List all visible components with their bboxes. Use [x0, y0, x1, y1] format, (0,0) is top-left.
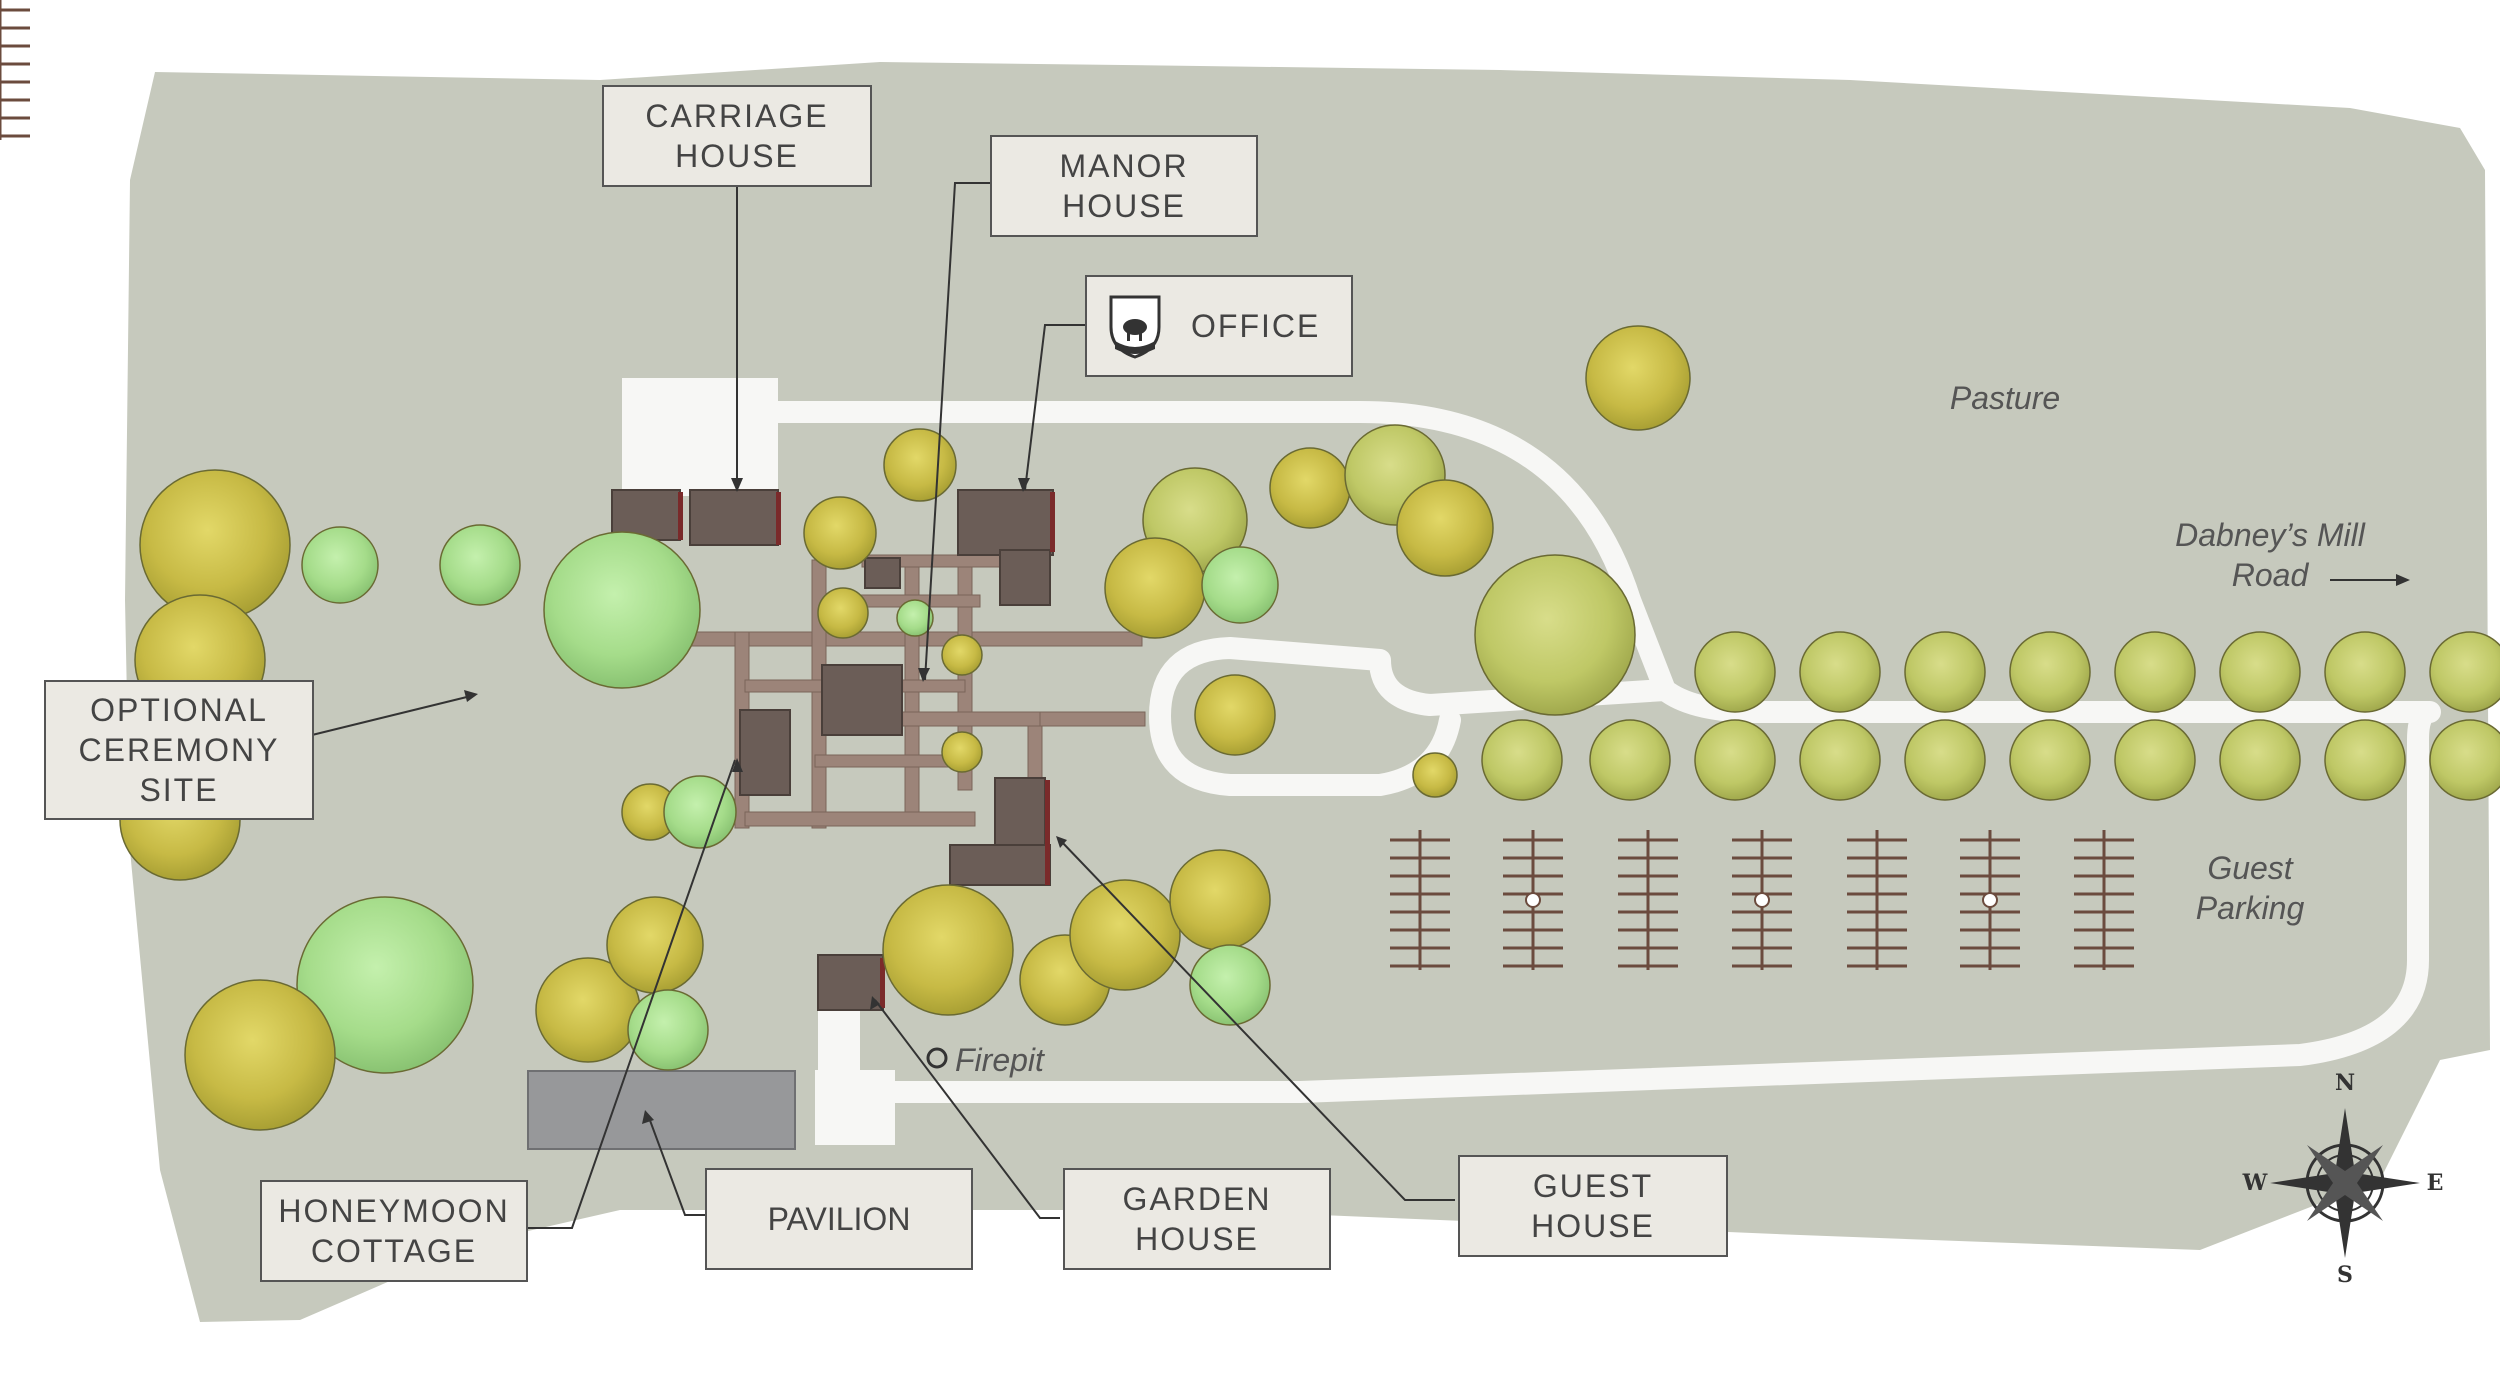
label-garden-house-text: GARDEN HOUSE	[1122, 1181, 1272, 1257]
compass-n: N	[2335, 1070, 2355, 1096]
label-pavilion: PAVILION	[705, 1168, 973, 1270]
office-roof	[957, 489, 1054, 556]
pavilion-footprint	[527, 1070, 796, 1150]
label-optional-ceremony-site-text: OPTIONAL CEREMONY SITE	[78, 692, 280, 808]
label-optional-ceremony-site: OPTIONAL CEREMONY SITE	[44, 680, 314, 820]
area-label-road: Dabney’s Mill Road	[2175, 517, 2365, 593]
firepit-marker	[926, 1047, 948, 1069]
guest-house-roof	[994, 777, 1046, 849]
label-garden-house: GARDEN HOUSE	[1063, 1168, 1331, 1270]
leader-lines	[311, 182, 1455, 1229]
trees	[119, 325, 2500, 1131]
garden-house-apron	[815, 1070, 895, 1145]
label-carriage-house: CARRIAGE HOUSE	[602, 85, 872, 187]
compass-e: E	[2427, 1170, 2444, 1196]
area-label-parking: Guest Parking	[2195, 850, 2305, 926]
label-honeymoon-cottage-text: HONEYMOON COTTAGE	[278, 1193, 510, 1269]
area-label-firepit: Firepit	[955, 1042, 1044, 1078]
label-office-text: OFFICE	[1191, 308, 1321, 344]
label-manor-house: MANOR HOUSE	[990, 135, 1258, 237]
carriage-court	[622, 378, 778, 496]
parking-stalls	[0, 0, 2136, 972]
compass-rose-icon	[2270, 1108, 2420, 1258]
label-carriage-house-text: CARRIAGE HOUSE	[645, 98, 829, 174]
label-manor-house-text: MANOR HOUSE	[1059, 148, 1189, 224]
manor-house-roof	[821, 664, 903, 736]
carriage-house-roof-2	[689, 489, 779, 546]
label-guest-house-text: GUEST HOUSE	[1531, 1168, 1655, 1244]
label-guest-house: GUEST HOUSE	[1458, 1155, 1728, 1257]
estate-grounds	[125, 62, 2490, 1322]
office-logo-icon	[1109, 295, 1161, 359]
compass-w: W	[2242, 1170, 2268, 1196]
label-honeymoon-cottage: HONEYMOON COTTAGE	[260, 1180, 528, 1282]
label-office: OFFICE	[1085, 275, 1353, 377]
label-pavilion-text: PAVILION	[767, 1201, 911, 1237]
area-label-pasture: Pasture	[1949, 380, 2061, 416]
compass-s: S	[2337, 1262, 2353, 1288]
